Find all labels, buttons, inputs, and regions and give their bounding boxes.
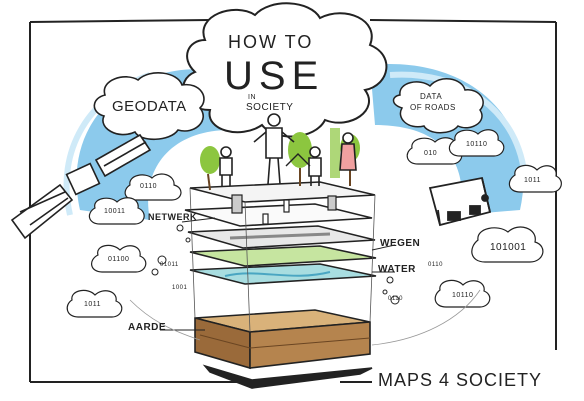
netwerk-label: NETWERK <box>148 212 197 222</box>
layer-green <box>189 245 377 267</box>
layer-network <box>184 203 373 227</box>
water-label: WATER <box>378 264 416 275</box>
title-line-2: USE <box>224 54 325 98</box>
binary-13: 1001 <box>172 285 188 291</box>
binary-5: 01011 <box>160 262 179 268</box>
binary-12: 0110 <box>388 296 403 302</box>
data-roads-label-1: DATA <box>420 92 443 101</box>
brand-logo-text: MAPS 4 SOCIETY <box>378 370 543 390</box>
title-line-1: HOW TO <box>228 32 314 52</box>
binary-8: 1011 <box>524 177 542 184</box>
binary-2: 10011 <box>104 208 126 215</box>
binary-11: 10110 <box>452 292 474 299</box>
decorative-dots <box>151 224 400 305</box>
buildings <box>231 194 337 225</box>
binary-10: 0110 <box>428 262 443 268</box>
binary-7: 10110 <box>466 141 488 148</box>
binary-3: 01100 <box>108 256 130 263</box>
top-scene <box>200 113 360 191</box>
geodata-cloud <box>93 72 205 141</box>
title-small-in: IN <box>248 94 256 101</box>
binary-1: 0110 <box>140 183 158 190</box>
layer-stack <box>184 181 377 389</box>
geodata-label: GEODATA <box>112 98 187 115</box>
title-small-society: SOCIETY <box>246 102 294 113</box>
layer-society <box>189 181 376 203</box>
wegen-label: WEGEN <box>380 238 421 249</box>
aarde-label: AARDE <box>128 322 167 333</box>
road-sensor-vehicle-icon <box>428 176 492 227</box>
binary-clouds <box>66 129 562 318</box>
layer-earth-side <box>249 321 371 369</box>
satellite-icon <box>10 133 152 240</box>
connector-curves <box>129 289 481 346</box>
binary-6: 010 <box>424 150 438 157</box>
data-of-roads-cloud <box>392 78 484 134</box>
people-icon <box>219 113 357 186</box>
pointer-lines <box>160 217 396 383</box>
layer-water <box>189 263 377 285</box>
binary-9: 101001 <box>490 242 527 253</box>
data-roads-label-2: OF ROADS <box>410 103 456 112</box>
binary-4: 1011 <box>84 301 102 308</box>
